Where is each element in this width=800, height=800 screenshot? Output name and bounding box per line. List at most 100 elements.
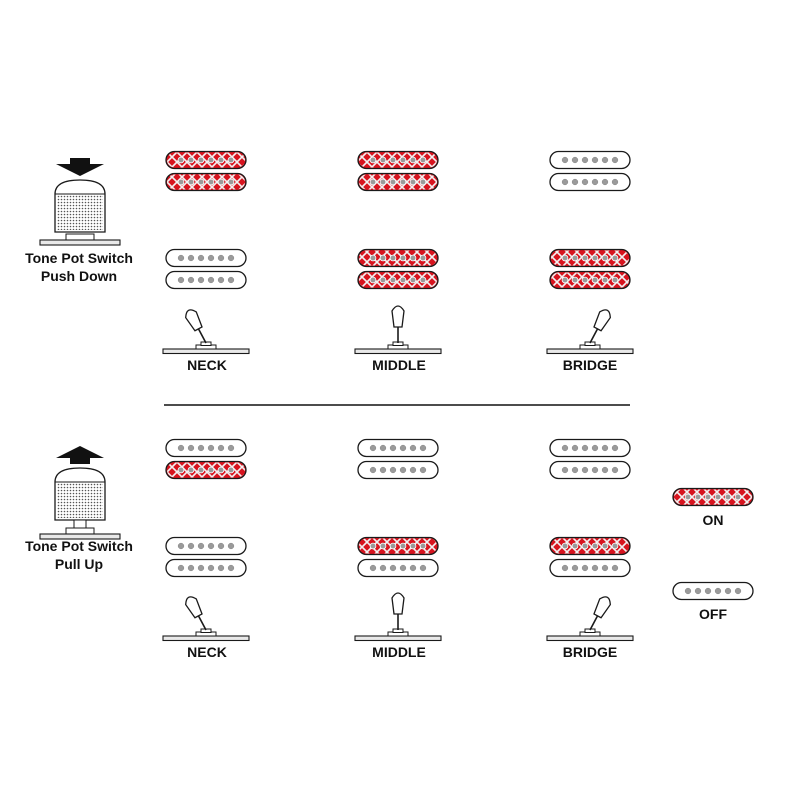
toggle-lever [589,596,611,631]
toggle-base-plate [354,348,442,355]
coil-body [672,581,754,601]
arrow-up-icon [56,446,104,464]
pole-piece [177,254,185,262]
pole-piece [197,564,205,572]
position-label-middle: MIDDLE [372,357,426,373]
pole-piece [409,276,417,284]
pole-piece [227,542,235,550]
toggle-switch-left-icon [162,309,250,355]
coil-body [549,460,631,480]
pole-piece [227,276,235,284]
pole-piece [581,254,589,262]
legend-off-label: OFF [699,606,727,622]
position-group [162,150,634,355]
pole-piece [581,444,589,452]
pole-piece [714,587,722,595]
neck-humbucker [549,150,631,192]
coil-bottom [549,270,631,290]
pole-piece [684,587,692,595]
pole-piece [217,564,225,572]
pole-piece [217,466,225,474]
pole-piece [591,444,599,452]
switch-label-line2: Push Down [41,268,117,284]
pole-piece [704,493,712,501]
position-middle [354,438,442,642]
pole-piece [177,178,185,186]
pole-piece [734,587,742,595]
arrow-down-icon [56,158,104,176]
pole-piece [187,276,195,284]
pole-piece [207,156,215,164]
pole-piece [581,178,589,186]
coil-bottom [165,558,247,578]
pole-piece [399,542,407,550]
pole-piece [724,493,732,501]
position-group [162,438,634,642]
pole-piece [409,542,417,550]
pole-piece [409,466,417,474]
knob-shaft [73,519,87,529]
toggle-switch-left-icon [162,596,250,642]
push-down-section: Tone Pot Switch Push Down NECK MIDDLE BR… [25,150,634,373]
coil-top [165,536,247,556]
pole-piece [591,178,599,186]
pole-piece [389,156,397,164]
pole-piece [694,493,702,501]
toggle-switch-right-icon [546,309,634,355]
toggle-tip [391,305,405,328]
coil-top [165,248,247,268]
knob-nut [65,527,95,535]
coil-body [549,438,631,458]
toggle-switch-center-icon [354,305,442,355]
pole-piece [561,156,569,164]
pole-piece [369,254,377,262]
legend-off-coil [672,581,754,601]
pole-piece [379,156,387,164]
toggle-base-plate [354,635,442,642]
pole-piece [227,156,235,164]
pole-piece [177,276,185,284]
coil-lattice [551,250,629,266]
toggle-base-plate [162,348,250,355]
pole-piece [694,587,702,595]
coil-body [165,248,247,268]
pole-piece [177,156,185,164]
pole-piece [369,156,377,164]
pole-piece [409,156,417,164]
legend-on-label: ON [703,512,724,528]
pole-piece [197,254,205,262]
neck-humbucker [165,150,247,192]
coil-body [357,438,439,458]
pole-piece [601,542,609,550]
pole-piece [571,564,579,572]
pole-piece [399,564,407,572]
pole-piece [369,466,377,474]
pull-up-section: Tone Pot Switch Pull Up NECK MIDDLE BRID… [25,438,634,660]
toggle-tip [185,309,203,332]
pole-piece [591,542,599,550]
pole-piece [611,564,619,572]
position-label-middle: MIDDLE [372,644,426,660]
position-middle [354,150,442,355]
pole-piece [399,156,407,164]
pole-piece [389,254,397,262]
coil-top [549,438,631,458]
coil-bottom [165,172,247,192]
pole-piece [591,466,599,474]
coil-lattice [359,152,437,168]
position-label-neck: NECK [187,644,227,660]
pole-piece [561,542,569,550]
coil-top [549,536,631,556]
pole-piece [571,276,579,284]
position-bridge [546,150,634,355]
pole-piece [197,276,205,284]
pole-piece [177,542,185,550]
knob-nut [65,233,95,241]
pole-piece [207,254,215,262]
pole-piece [561,276,569,284]
pole-piece [389,542,397,550]
pole-piece [601,276,609,284]
pole-piece [419,276,427,284]
position-label-neck: NECK [187,357,227,373]
